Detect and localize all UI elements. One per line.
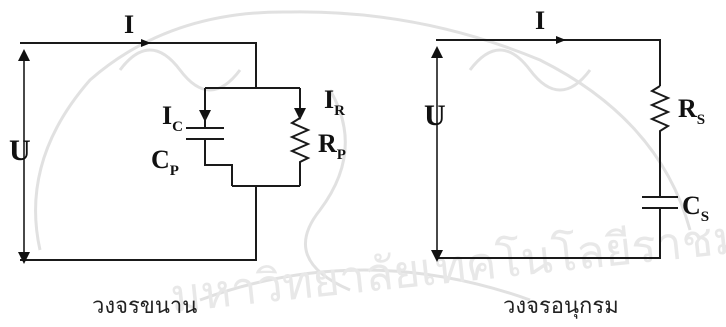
parallel-capacitor-label: CP [151,145,179,179]
series-resistor-label: RS [678,94,705,128]
parallel-circuit: U I IC CP IR RP วงจรขนาน [9,10,346,319]
watermark-text: มหาวิทยาลัยเทคโนโลยีราชมงคล [168,201,726,323]
series-circuit-caption: วงจรอนุกรม [503,294,619,319]
parallel-bottom-wire [20,186,257,261]
series-voltage-label: U [424,99,446,132]
watermark-seal: มหาวิทยาลัยเทคโนโลยีราชมงคล [34,10,726,323]
series-current-label: I [535,6,545,35]
parallel-resistor-zigzag [289,114,311,186]
series-resistor-zigzag [649,85,671,197]
parallel-voltage-label: U [9,134,31,167]
parallel-resistor-label: RP [318,129,346,163]
parallel-top-wire [20,42,257,88]
capacitor-branch-lower-wire [204,139,233,186]
series-top-wire [436,39,661,86]
series-bottom-wire [436,208,661,259]
resistor-branch-current-label: IR [324,85,345,119]
series-capacitor-label: CS [682,191,709,225]
capacitor-branch-current-label: IC [162,101,183,135]
parallel-circuit-caption: วงจรขนาน [92,294,197,319]
series-circuit: U I RS CS วงจรอนุกรม [424,6,709,319]
parallel-current-label: I [124,10,134,39]
